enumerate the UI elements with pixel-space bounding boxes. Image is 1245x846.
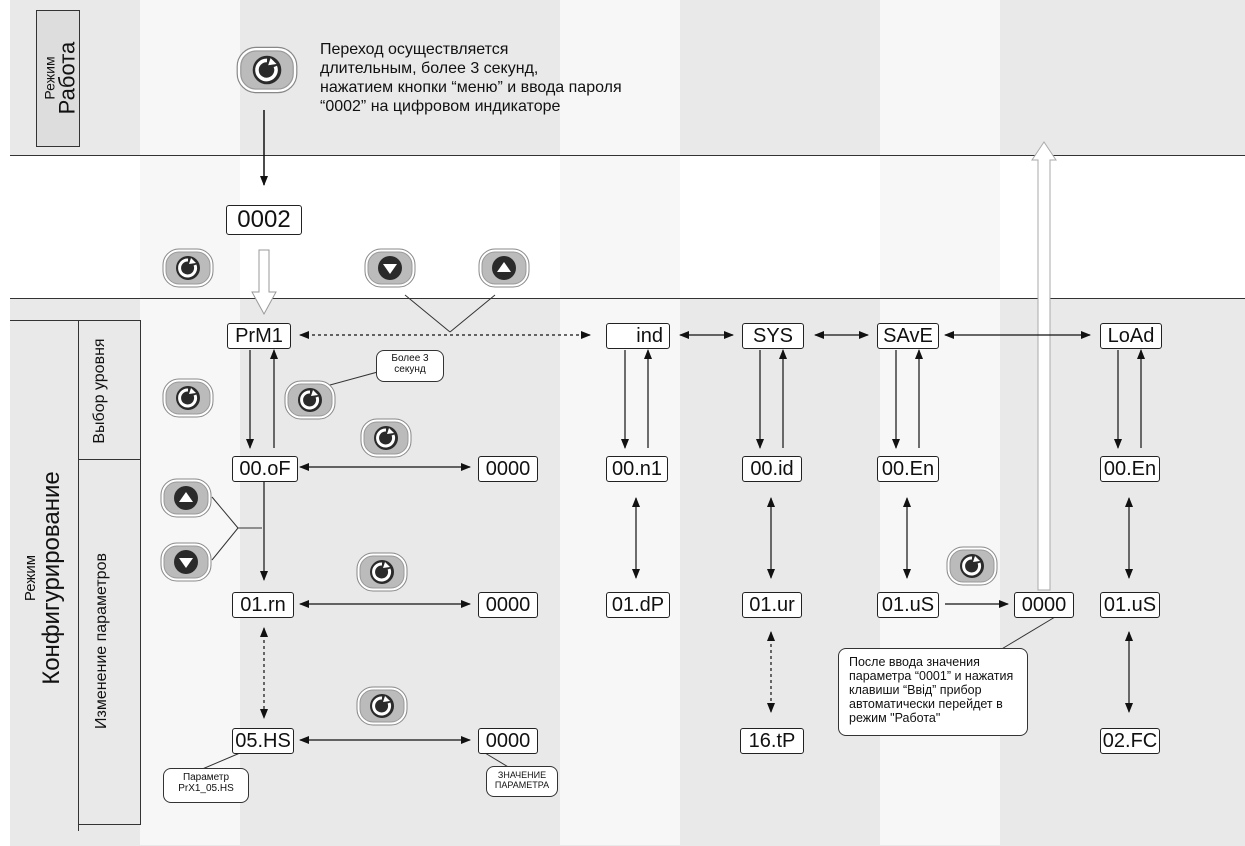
param-00-of: 00.oF xyxy=(232,456,298,482)
param-change-box: Изменение параметров xyxy=(78,458,141,825)
down-button[interactable] xyxy=(364,248,416,288)
light-column xyxy=(560,0,680,845)
down-triangle-icon xyxy=(383,264,397,274)
transition-note: Переход осуществляется длительным, более… xyxy=(320,40,622,116)
up-button[interactable] xyxy=(478,248,530,288)
config-mode-label-box: Режим Конфигурирование xyxy=(10,320,79,831)
param-16-tp: 16.tP xyxy=(740,728,804,754)
save-value-box: 0000 xyxy=(1014,592,1074,618)
param-01-us-save: 01.uS xyxy=(877,592,939,618)
transition-note-line: нажатием кнопки “меню” и ввода пароля xyxy=(320,79,622,96)
param-value-box: 0000 xyxy=(478,592,538,618)
up-triangle-icon xyxy=(179,492,193,502)
up-button[interactable] xyxy=(160,478,212,518)
menu-circular-arrow-icon xyxy=(178,258,198,278)
param-value-box: 0000 xyxy=(478,456,538,482)
param-01-ur: 01.ur xyxy=(742,592,802,618)
menu-circular-arrow-icon xyxy=(376,428,396,448)
level-ind: ind xyxy=(606,323,670,349)
menu-button[interactable] xyxy=(356,552,408,592)
level-sys: SYS xyxy=(742,323,804,349)
menu-button[interactable] xyxy=(284,380,336,420)
menu-circular-arrow-icon xyxy=(178,388,198,408)
level-load: LoAd xyxy=(1100,323,1162,349)
param-01-us-load: 01.uS xyxy=(1100,592,1160,618)
work-band-border xyxy=(10,0,1245,156)
param-02-fc: 02.FC xyxy=(1100,728,1160,754)
menu-circular-arrow-icon xyxy=(372,562,392,582)
menu-button[interactable] xyxy=(360,418,412,458)
menu-button[interactable] xyxy=(162,378,214,418)
password-display: 0002 xyxy=(226,205,302,235)
transition-note-line: длительным, более 3 секунд, xyxy=(320,60,539,77)
down-triangle-icon xyxy=(179,558,193,568)
menu-circular-arrow-icon xyxy=(255,58,278,82)
level-prm1: PrM1 xyxy=(227,323,291,349)
param-01-rn: 01.rn xyxy=(232,592,294,618)
callout-more-3-seconds: Более 3 секунд xyxy=(376,350,444,382)
menu-button[interactable] xyxy=(356,686,408,726)
level-select-box: Выбор уровня xyxy=(78,320,141,460)
menu-circular-arrow-icon xyxy=(372,696,392,716)
param-00-n1: 00.n1 xyxy=(606,456,668,482)
param-value-box: 0000 xyxy=(478,728,538,754)
level-save: SAvE xyxy=(877,323,939,349)
light-column xyxy=(140,0,240,845)
param-00-en-save: 00.En xyxy=(877,456,939,482)
config-band-border xyxy=(10,298,1245,299)
menu-button[interactable] xyxy=(236,42,298,98)
param-00-en-load: 00.En xyxy=(1100,456,1160,482)
menu-button[interactable] xyxy=(946,546,998,586)
menu-circular-arrow-icon xyxy=(300,390,320,410)
menu-circular-arrow-icon xyxy=(962,556,982,576)
work-mode-label-box: Режим Работа xyxy=(36,10,80,147)
callout-param-value: ЗНАЧЕНИЕ ПАРАМЕТРА xyxy=(486,766,558,797)
callout-save-note: После ввода значения параметра “0001” и … xyxy=(838,648,1028,736)
param-05-hs: 05.HS xyxy=(232,728,294,754)
menu-button[interactable] xyxy=(162,248,214,288)
down-button[interactable] xyxy=(160,542,212,582)
transition-note-line: Переход осуществляется xyxy=(320,41,509,58)
transition-note-line: “0002” на цифровом индикаторе xyxy=(320,98,561,115)
param-00-id: 00.id xyxy=(742,456,802,482)
param-01-dp: 01.dP xyxy=(606,592,670,618)
up-triangle-icon xyxy=(497,262,511,272)
callout-param-ref: Параметр PrX1_05.HS xyxy=(163,768,249,803)
